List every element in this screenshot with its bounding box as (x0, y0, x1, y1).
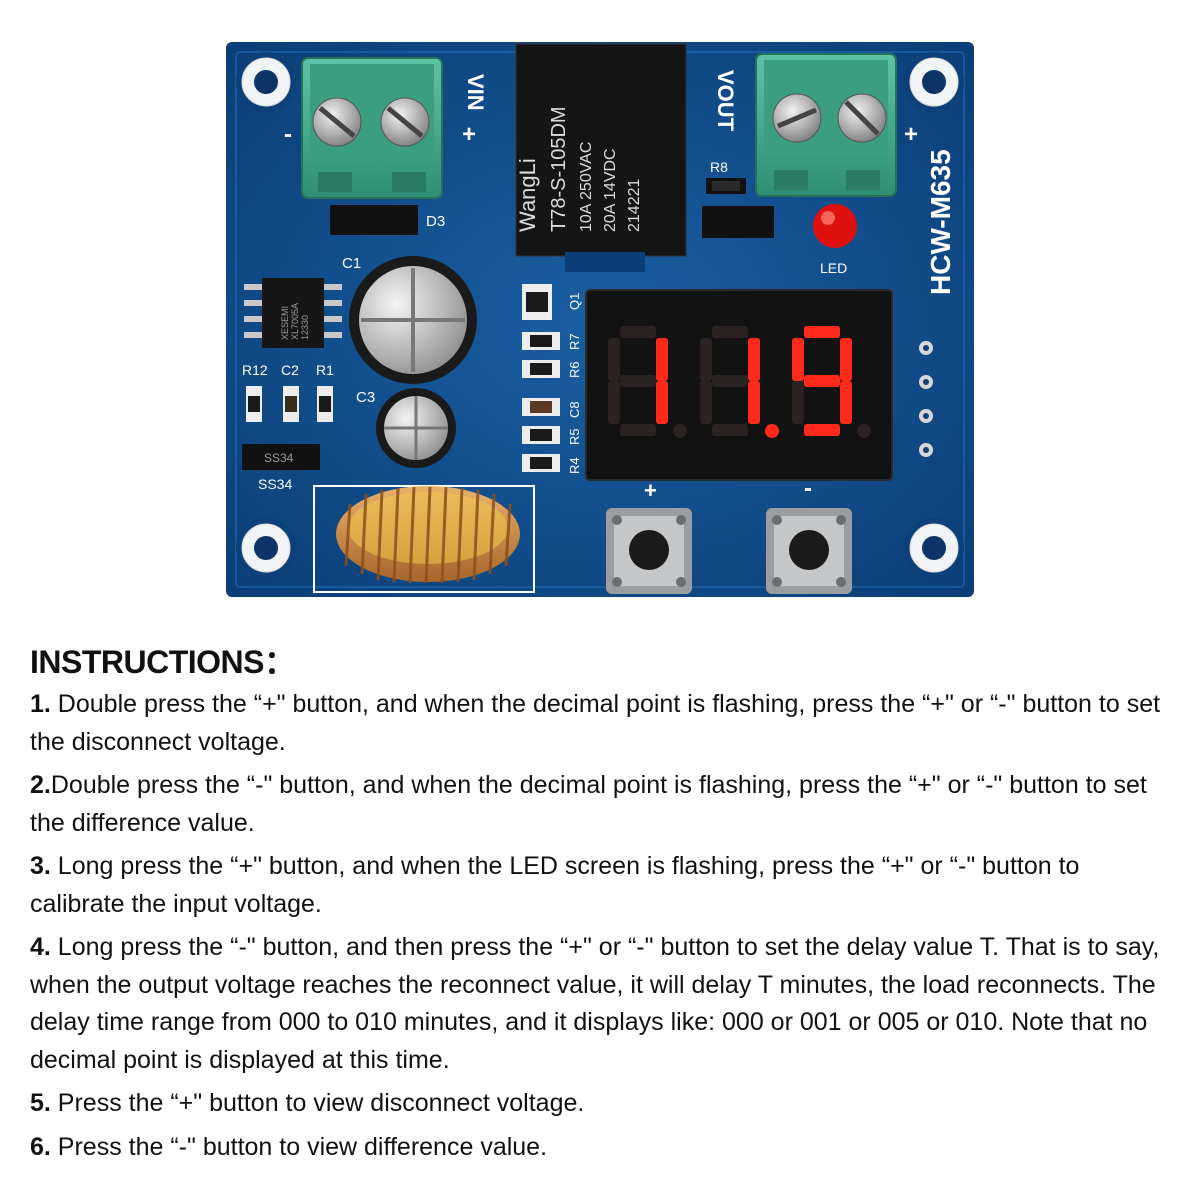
instruction-step-4: 4. Long press the “-" button, and then p… (30, 929, 1180, 1079)
vin-label: VIN (463, 74, 488, 111)
instructions-section: INSTRUCTIONS： 1. Double press the “+" bu… (30, 640, 1180, 1172)
relay-spec1: 10A 250VAC (578, 142, 595, 232)
segment-c (656, 381, 668, 424)
segment-d (804, 424, 840, 436)
segment-a (804, 326, 840, 338)
instruction-step-1: 1. Double press the “+" button, and when… (30, 686, 1180, 761)
mounting-hole-icon (236, 52, 964, 578)
status-led (813, 204, 857, 248)
decimal-point (673, 424, 687, 438)
r4-label: R4 (567, 457, 582, 474)
segment-a (712, 326, 748, 338)
step-text: Press the “-" button to view difference … (50, 1132, 548, 1161)
c3-label: C3 (356, 389, 375, 406)
step-text: Press the “+" button to view disconnect … (50, 1089, 585, 1117)
vout-label: VOUT (713, 70, 738, 132)
plus-button (606, 508, 692, 594)
model-label: HCW-M635 (925, 149, 956, 295)
segment-c (840, 381, 852, 424)
ss34-chip-text: SS34 (264, 451, 294, 465)
step-number: 3. (30, 852, 51, 880)
step-text: Double press the “+" button, and when th… (30, 690, 1161, 756)
relay-model: T78-S-105DM (548, 106, 570, 232)
relay-code: 214221 (626, 179, 643, 232)
r6-label: R6 (567, 361, 582, 378)
vin-terminal-block (301, 57, 443, 199)
vout-terminal-block (755, 53, 897, 197)
relay-brand: WangLi (515, 158, 540, 232)
r7-label: R7 (567, 333, 582, 350)
step-text: Long press the “-" button, and then pres… (30, 933, 1160, 1074)
instruction-step-3: 3. Long press the “+" button, and when t… (30, 848, 1180, 923)
module-board-photo: VIN + - VOUT + WangLi T78-S-105DM 10A 25… (226, 42, 974, 597)
segment-c (748, 381, 760, 424)
r8-label: R8 (710, 159, 728, 175)
display-digits (608, 326, 871, 438)
instruction-step-6: 6. Press the “-" button to view differen… (30, 1129, 1180, 1167)
chip-xl7005a: XESEMI XL7005A 12330 (244, 278, 342, 348)
diode-ss34 (242, 444, 320, 470)
segment-f (792, 338, 804, 381)
vout-plus-label: + (904, 121, 918, 148)
c2-label: C2 (281, 362, 299, 378)
minus-button-label: - (804, 475, 812, 502)
step-text: Double press the “-" button, and when th… (30, 771, 1147, 837)
ic-text-3: 12330 (300, 315, 310, 340)
relay: WangLi T78-S-105DM 10A 250VAC 20A 14VDC … (515, 43, 687, 272)
d3-label: D3 (426, 213, 445, 230)
vin-plus-label: + (462, 121, 476, 148)
segment-b (656, 338, 668, 381)
step-number: 2. (30, 771, 51, 799)
instruction-step-5: 5. Press the “+" button to view disconne… (30, 1085, 1180, 1123)
segment-g (804, 375, 840, 387)
segment-g (712, 375, 748, 387)
relay-spec2: 20A 14VDC (602, 148, 619, 232)
r12-label: R12 (242, 362, 268, 378)
instructions-title: INSTRUCTIONS： (30, 644, 296, 680)
segment-a (620, 326, 656, 338)
plus-button-label: + (644, 478, 657, 503)
ss34-label: SS34 (258, 476, 292, 492)
segment-b (748, 338, 760, 381)
step-number: 6. (30, 1132, 51, 1161)
segment-g (620, 375, 656, 387)
vin-minus-label: - (284, 121, 292, 148)
ic-text-2: XL7005A (290, 303, 300, 340)
c8-label: C8 (567, 401, 582, 418)
step-number: 1. (30, 690, 51, 718)
segment-d (620, 424, 656, 436)
led-label: LED (820, 260, 847, 276)
segment-e (608, 381, 620, 424)
segment-f (608, 338, 620, 381)
r1-label: R1 (316, 362, 334, 378)
step-number: 5. (30, 1089, 51, 1117)
segment-e (700, 381, 712, 424)
decimal-point (765, 424, 779, 438)
segment-b (840, 338, 852, 381)
q1-label: Q1 (567, 293, 582, 310)
segment-d (712, 424, 748, 436)
instruction-step-2: 2.Double press the “-" button, and when … (30, 767, 1180, 842)
toroid-inductor (336, 486, 520, 584)
segment-f (700, 338, 712, 381)
minus-button (766, 508, 852, 594)
r5-label: R5 (567, 428, 582, 445)
step-number: 4. (30, 933, 51, 961)
ic-text-1: XESEMI (280, 306, 290, 340)
decimal-point (857, 424, 871, 438)
segment-e (792, 381, 804, 424)
step-text: Long press the “+" button, and when the … (30, 852, 1080, 918)
c1-label: C1 (342, 255, 361, 272)
